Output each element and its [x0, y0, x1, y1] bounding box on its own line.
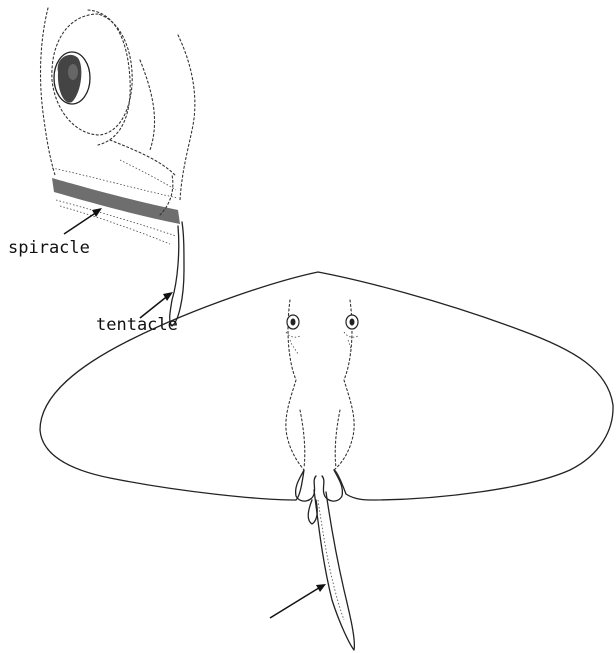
head-detail-inset: spiracle tentacle	[8, 8, 195, 335]
tentacle-label: tentacle	[96, 315, 178, 335]
left-eye-icon	[286, 315, 300, 354]
tentacle-shape	[170, 222, 184, 326]
spiracle-label: spiracle	[8, 238, 90, 258]
tail-pointer-arrow	[270, 586, 322, 618]
right-eye-icon	[344, 315, 358, 354]
